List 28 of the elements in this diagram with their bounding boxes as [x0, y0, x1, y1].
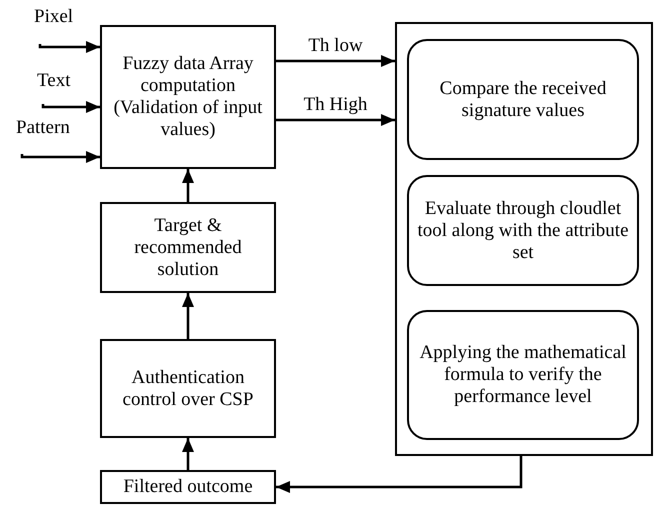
- input-label: Pattern: [16, 117, 70, 139]
- box-text: Target & recommended solution: [133, 214, 243, 280]
- input-label: Pixel: [34, 6, 74, 28]
- arrow: [20, 151, 100, 163]
- box-text: Authentication control over CSP: [122, 366, 254, 410]
- box-text: Fuzzy data Array computation (Validation of input values): [112, 53, 264, 141]
- edge-label: Th High: [300, 95, 370, 115]
- box-text: Evaluate through cloudlet tool along with the attribute set: [417, 198, 629, 264]
- step-box: [407, 39, 639, 160]
- box-text: Applying the mathematical formula to verify the performance level: [418, 342, 628, 408]
- input-label: Text: [37, 70, 70, 92]
- arrow: [276, 55, 395, 67]
- arrow: [182, 438, 194, 470]
- arrow: [276, 114, 395, 126]
- group-box: [395, 22, 653, 456]
- step-box: [407, 175, 639, 286]
- arrow: [182, 293, 194, 339]
- process-box: [100, 470, 276, 504]
- process-box: [100, 202, 276, 293]
- arrow: [276, 456, 522, 493]
- arrow: [38, 41, 100, 53]
- arrow: [42, 101, 100, 113]
- process-box: [100, 25, 276, 169]
- process-box: [100, 339, 276, 438]
- arrow: [182, 169, 194, 202]
- step-box: [407, 310, 639, 440]
- box-text: Filtered outcome: [123, 476, 253, 498]
- box-text: Compare the received signature values: [438, 78, 608, 122]
